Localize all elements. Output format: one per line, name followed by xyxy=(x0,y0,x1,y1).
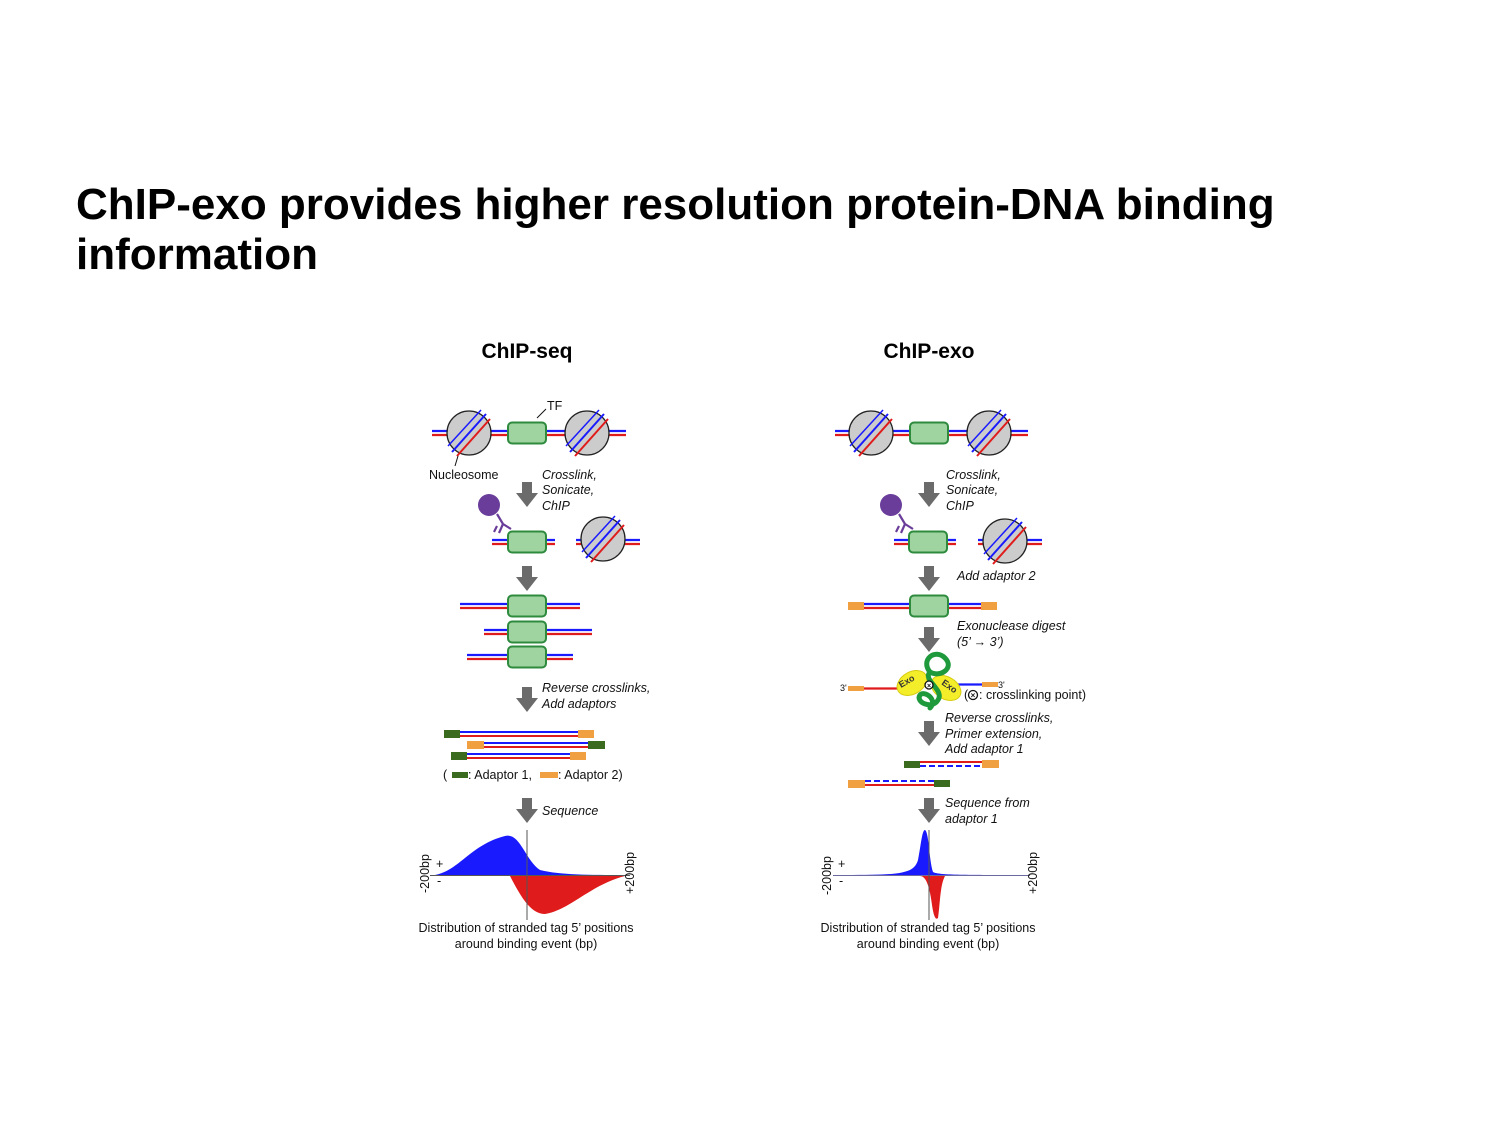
crosslink-legend-icon xyxy=(967,689,979,701)
chipseq-ip-fragment xyxy=(476,492,640,563)
arrow-down-icon xyxy=(516,687,538,712)
chipseq-step1-line2: Sonicate, xyxy=(542,483,594,497)
chipexo-step3-line1: Exonuclease digest xyxy=(957,619,1066,633)
arrow-down-icon xyxy=(918,721,940,746)
exonuclease-digest: × Exo Exo xyxy=(848,651,998,711)
nucleosome-icon xyxy=(580,515,626,563)
svg-text:×: × xyxy=(927,683,931,690)
tf-icon xyxy=(507,421,547,445)
arrow-down-icon xyxy=(918,566,940,591)
tf-icon xyxy=(507,594,547,618)
antibody-icon xyxy=(878,492,915,535)
nucleosome-icon xyxy=(966,409,1012,457)
tf-label: TF xyxy=(547,399,563,413)
chipexo-step4-line3: Add adaptor 1 xyxy=(944,742,1024,756)
tf-icon xyxy=(507,645,547,669)
chipexo-step3-line2: (5’ → 3’) xyxy=(957,635,1004,649)
chipexo-step1-line3: ChIP xyxy=(946,499,974,513)
chipexo-title: ChIP-exo xyxy=(883,340,974,363)
chipseq-enriched-fragments xyxy=(460,594,592,669)
chipexo-step5-line1: Sequence from xyxy=(945,796,1030,810)
minus-strand-peak xyxy=(920,876,945,919)
chipexo-axis-right: +200bp xyxy=(1026,852,1040,894)
arrow-down-icon xyxy=(516,798,538,823)
tf-icon xyxy=(507,620,547,644)
chipseq-adapted-fragments xyxy=(444,730,605,760)
adaptor2-swatch xyxy=(540,772,558,778)
slide-title: ChIP-exo provides higher resolution prot… xyxy=(76,180,1275,279)
arrow-down-icon xyxy=(918,798,940,823)
nucleosome-label: Nucleosome xyxy=(429,468,499,482)
adaptor1-swatch xyxy=(452,772,468,778)
plus-strand-peak xyxy=(845,830,1025,875)
three-prime-right: 3' xyxy=(998,680,1005,690)
chipseq-step3: Sequence xyxy=(542,804,598,818)
chipexo-caption-line2: around binding event (bp) xyxy=(857,937,999,951)
crosslink-note-open: ( xyxy=(964,688,969,702)
chipseq-title: ChIP-seq xyxy=(481,340,572,363)
nucleosome-icon xyxy=(564,409,610,457)
tf-icon xyxy=(507,530,547,554)
chipseq-tag-profile xyxy=(430,830,630,920)
arrow-down-icon xyxy=(918,482,940,507)
adaptor1-label: : Adaptor 1, xyxy=(468,768,532,782)
chipexo-step2: Add adaptor 2 xyxy=(956,569,1036,583)
chipexo-minus-label: - xyxy=(839,874,843,888)
crosslink-point-icon xyxy=(924,680,934,690)
chipseq-panel: ChIP-seq TF Nucleosome Crosslink, Sonica… xyxy=(418,340,650,951)
chipseq-step2-line1: Reverse crosslinks, xyxy=(542,681,650,695)
chipexo-extended-fragments xyxy=(848,760,999,788)
three-prime-left: 3' xyxy=(840,683,847,693)
chipexo-step4-line1: Reverse crosslinks, xyxy=(945,711,1053,725)
chipexo-axis-left: -200bp xyxy=(820,856,834,895)
chipexo-step5-line2: adaptor 1 xyxy=(945,812,998,826)
tf-icon xyxy=(909,421,949,445)
chipexo-ip-fragment xyxy=(878,492,1042,565)
chipseq-plus-label: + xyxy=(436,857,443,871)
chipseq-minus-label: - xyxy=(437,874,441,888)
adaptor-legend: ( : Adaptor 1, : Adaptor 2) xyxy=(443,768,623,782)
nucleosome-icon xyxy=(982,517,1028,565)
chipexo-step1-line1: Crosslink, xyxy=(946,468,1001,482)
chipseq-caption-line2: around binding event (bp) xyxy=(455,937,597,951)
chipexo-tag-profile xyxy=(833,830,1030,920)
adaptor2-label: : Adaptor 2) xyxy=(558,768,623,782)
chipexo-step4-line2: Primer extension, xyxy=(945,727,1042,741)
legend-open-paren: ( xyxy=(443,768,448,782)
chipexo-chromatin xyxy=(835,409,1028,457)
chipexo-adaptor2-fragment xyxy=(848,594,997,618)
chipexo-plus-label: + xyxy=(838,857,845,871)
plus-strand-peak xyxy=(435,835,625,875)
chipseq-chromatin xyxy=(432,408,626,467)
nucleosome-icon xyxy=(848,409,894,457)
chipexo-caption-line1: Distribution of stranded tag 5’ position… xyxy=(821,921,1036,935)
arrow-down-icon xyxy=(516,566,538,591)
minus-strand-peak xyxy=(510,876,625,914)
svg-text:×: × xyxy=(971,691,976,700)
tf-icon xyxy=(908,530,948,554)
chipexo-panel: ChIP-exo Crosslink, Sonicate, ChIP Add a… xyxy=(820,340,1086,951)
chipseq-step1-line3: ChIP xyxy=(542,499,570,513)
chipexo-step1-line2: Sonicate, xyxy=(946,483,998,497)
arrow-down-icon xyxy=(516,482,538,507)
chipseq-axis-left: -200bp xyxy=(418,854,432,893)
nucleosome-icon xyxy=(446,409,492,457)
tf-icon xyxy=(909,594,949,618)
arrow-down-icon xyxy=(918,627,940,652)
chipseq-step2-line2: Add adaptors xyxy=(541,697,616,711)
crosslink-note: : crosslinking point) xyxy=(979,688,1086,702)
chipseq-caption-line1: Distribution of stranded tag 5’ position… xyxy=(419,921,634,935)
chipseq-step1-line1: Crosslink, xyxy=(542,468,597,482)
chipseq-axis-right: +200bp xyxy=(623,852,637,894)
antibody-icon xyxy=(476,492,513,535)
